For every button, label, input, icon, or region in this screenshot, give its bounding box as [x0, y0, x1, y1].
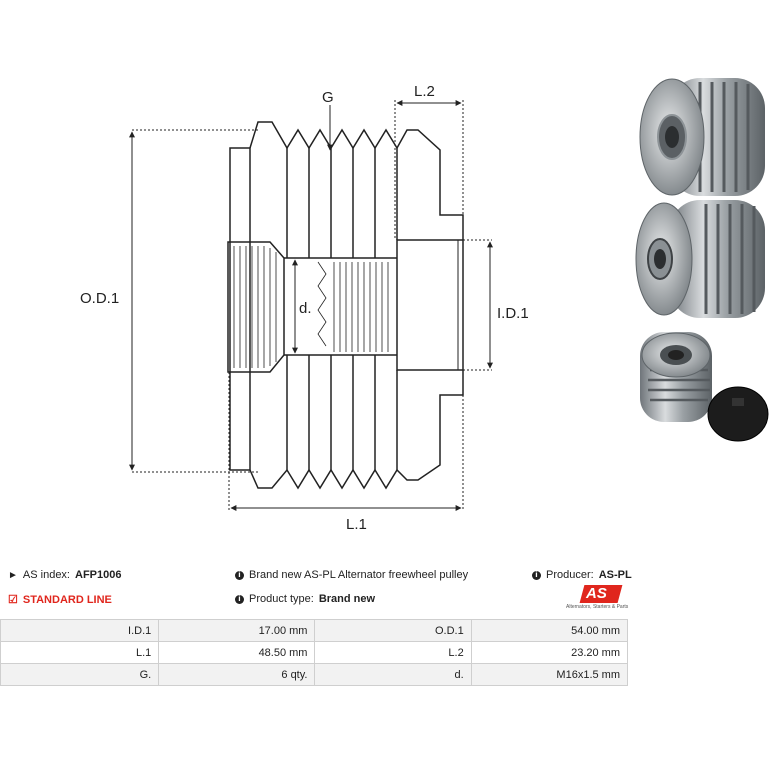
label-id1: I.D.1 — [497, 305, 529, 322]
dimension-lines — [129, 100, 493, 511]
standard-line-label: STANDARD LINE — [22, 593, 112, 606]
table-row: I.D.1 17.00 mm O.D.1 54.00 mm — [0, 619, 629, 642]
spec-value: 17.00 mm — [158, 619, 316, 642]
product-type-label: Product type: — [249, 593, 314, 605]
info-icon: i — [235, 570, 244, 580]
as-pl-logo: AS Alternators, Starters & Parts — [560, 585, 632, 613]
spec-label: G. — [0, 663, 160, 686]
pulley-photo-with-cap — [640, 332, 769, 442]
logo-text: AS — [586, 585, 607, 602]
product-photos — [635, 78, 769, 442]
as-index-value: AFP1006 — [75, 569, 122, 581]
pulley-photo-rear — [635, 200, 765, 318]
as-index-label: AS index: — [22, 569, 70, 581]
spec-label: L.1 — [0, 641, 160, 664]
label-g: G — [322, 89, 334, 106]
producer-label: Producer: — [546, 569, 594, 581]
table-row: L.1 48.50 mm L.2 23.20 mm — [0, 641, 629, 664]
producer-value: AS-PL — [598, 569, 632, 581]
spec-value: 6 qty. — [158, 663, 316, 686]
spec-label: I.D.1 — [0, 619, 160, 642]
tag-icon: ► — [8, 569, 18, 581]
label-l1: L.1 — [346, 516, 367, 533]
as-index-row: ► AS index: AFP1006 — [8, 569, 121, 581]
description: Brand new AS-PL Alternator freewheel pul… — [249, 569, 469, 581]
product-type-value: Brand new — [318, 593, 376, 605]
table-row: G. 6 qty. d. M16x1.5 mm — [0, 663, 629, 686]
product-type-row: i Product type: Brand new — [235, 593, 375, 605]
spec-value: M16x1.5 mm — [470, 663, 629, 686]
spec-value: 23.20 mm — [470, 641, 629, 664]
line-row: ☑ STANDARD LINE — [8, 593, 112, 607]
producer-row: i Producer: AS-PL — [532, 569, 632, 581]
spec-value: 48.50 mm — [158, 641, 316, 664]
thread-hatching — [317, 261, 389, 352]
specification-table: I.D.1 17.00 mm O.D.1 54.00 mm L.1 48.50 … — [0, 619, 629, 686]
spec-label: L.2 — [314, 641, 472, 664]
checkbox-icon: ☑ — [8, 594, 18, 606]
pulley-photo-front — [639, 78, 765, 196]
label-d: d. — [299, 300, 312, 317]
spec-value: 54.00 mm — [470, 619, 629, 642]
info-icon: i — [235, 594, 244, 604]
label-l2: L.2 — [414, 83, 435, 100]
info-icon: i — [532, 570, 541, 580]
technical-drawing: G L.2 O.D.1 d. I.D.1 L.1 — [80, 83, 529, 533]
spec-label: d. — [314, 663, 472, 686]
pulley-outline — [227, 121, 464, 490]
product-info: ► AS index: AFP1006 ☑ STANDARD LINE i Br… — [0, 560, 770, 620]
label-od1: O.D.1 — [80, 290, 119, 307]
spline-hatching — [233, 246, 277, 368]
logo-caption: Alternators, Starters & Parts — [566, 604, 629, 610]
dimension-labels: G L.2 O.D.1 d. I.D.1 L.1 — [80, 83, 529, 533]
description-row: i Brand new AS-PL Alternator freewheel p… — [235, 569, 468, 581]
pulley-cap — [707, 386, 769, 442]
spec-label: O.D.1 — [314, 619, 472, 642]
